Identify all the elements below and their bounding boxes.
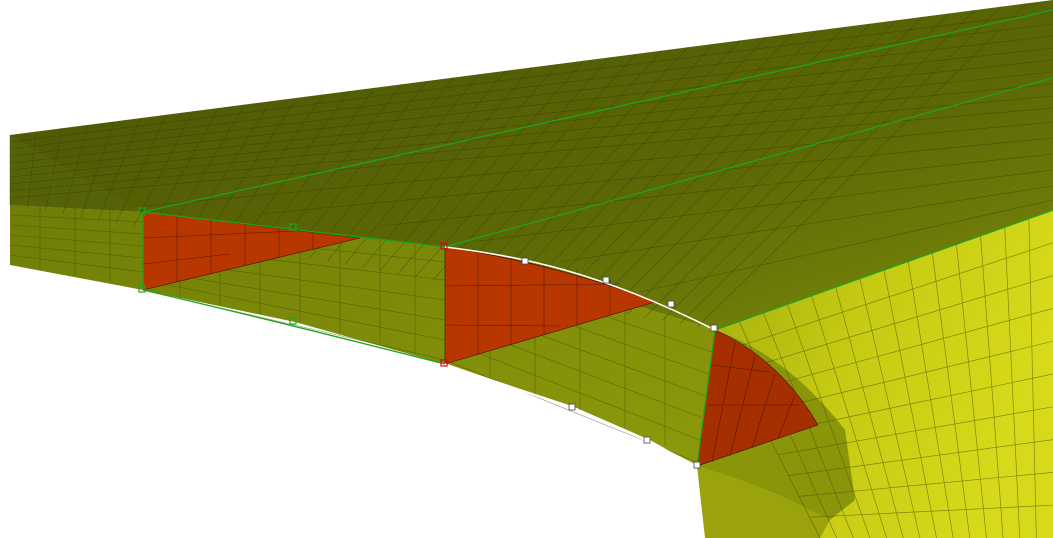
node-marker[interactable] xyxy=(568,403,576,411)
node-marker[interactable] xyxy=(710,324,718,332)
node-marker[interactable] xyxy=(289,317,297,325)
node-marker[interactable] xyxy=(289,223,297,231)
selected-edge-lines[interactable] xyxy=(444,246,716,467)
node-marker[interactable] xyxy=(667,300,675,308)
node-markers[interactable] xyxy=(138,207,718,469)
rib-panel-3[interactable] xyxy=(696,329,819,467)
node-marker[interactable] xyxy=(693,461,701,469)
upper-skin-surface[interactable] xyxy=(10,0,1053,330)
node-marker[interactable] xyxy=(440,242,448,250)
node-marker[interactable] xyxy=(521,257,529,265)
node-marker[interactable] xyxy=(643,436,651,444)
lower-lip-surface[interactable] xyxy=(697,466,830,538)
node-marker[interactable] xyxy=(602,276,610,284)
geometry-edge-lines[interactable] xyxy=(142,9,1053,467)
node-marker[interactable] xyxy=(138,207,146,215)
nose-mesh-lines xyxy=(714,218,1053,538)
node-marker[interactable] xyxy=(138,285,146,293)
node-marker[interactable] xyxy=(440,359,448,367)
